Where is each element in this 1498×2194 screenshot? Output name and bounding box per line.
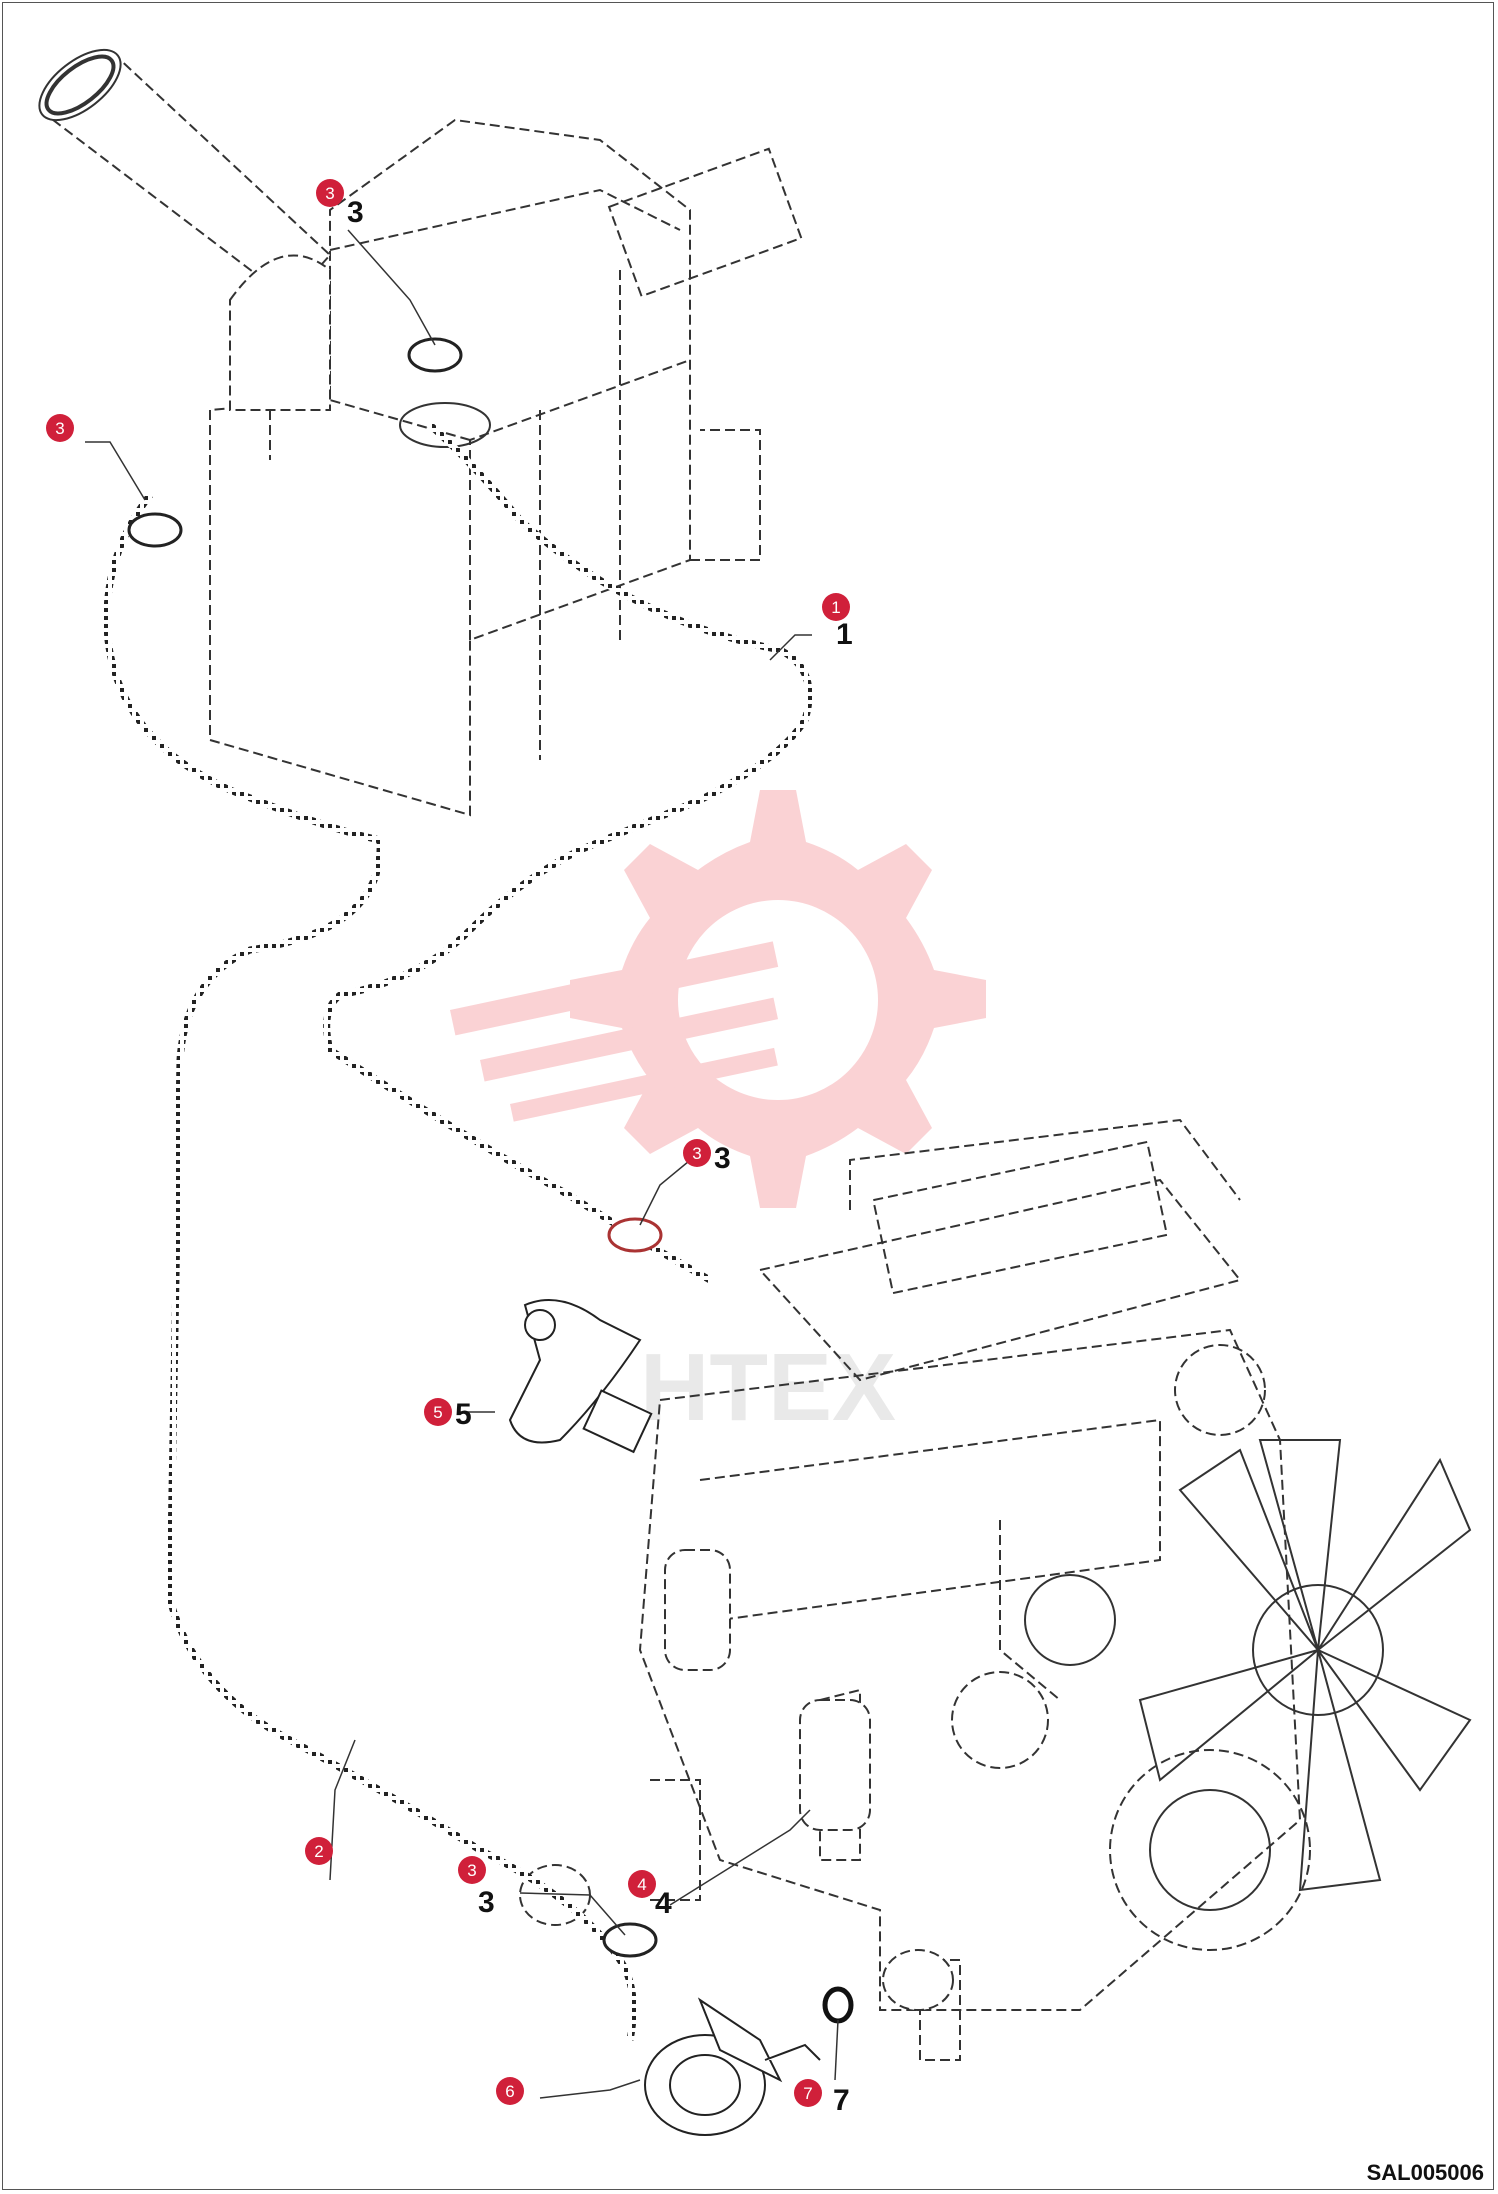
callout-3-middle[interactable]: 3 3 — [683, 1139, 731, 1175]
fuel-hose-2 — [103, 492, 637, 2041]
callout-number: 5 — [455, 1398, 472, 1431]
callout-number: 4 — [655, 1887, 672, 1920]
callout-3-left[interactable]: 3 — [46, 414, 74, 442]
part-6-lift-pump — [644, 1997, 821, 2136]
callout-number: 3 — [478, 1886, 495, 1919]
callout-7[interactable]: 7 7 — [794, 2079, 850, 2117]
callout-2[interactable]: 2 — [305, 1837, 333, 1865]
badge-label: 3 — [55, 419, 64, 438]
badge-circle — [683, 1139, 711, 1167]
callout-number: 3 — [714, 1142, 731, 1175]
callout-4[interactable]: 4 4 — [628, 1870, 672, 1920]
engine — [638, 1118, 1302, 2061]
callout-3-top[interactable]: 3 3 — [316, 179, 364, 229]
badge-circle — [496, 2077, 524, 2105]
badge-circle — [628, 1870, 656, 1898]
drawing-code-label: SAL005006 — [1366, 2160, 1484, 2185]
fan-and-pulleys — [951, 1439, 1472, 1951]
fuel-tank — [209, 118, 803, 817]
badge-label: 1 — [831, 598, 840, 617]
badge-label: 3 — [692, 1144, 701, 1163]
callout-number: 3 — [347, 196, 364, 229]
hose-clamps — [127, 337, 663, 1958]
callout-5[interactable]: 5 5 — [424, 1398, 472, 1431]
callout-number: 1 — [836, 618, 853, 651]
callout-number: 7 — [833, 2084, 850, 2117]
badge-circle — [305, 1837, 333, 1865]
watermark-logo: НТЕХ — [450, 790, 986, 1441]
badge-label: 4 — [637, 1875, 646, 1894]
badge-label: 3 — [467, 1861, 476, 1880]
fuel-hose-1 — [323, 422, 813, 1284]
filters — [519, 1549, 954, 2011]
part-5-sensor — [508, 1299, 653, 1454]
callout-6[interactable]: 6 — [496, 2077, 524, 2105]
badge-circle — [794, 2079, 822, 2107]
badge-label: 2 — [314, 1842, 323, 1861]
badge-circle — [316, 179, 344, 207]
callout-1[interactable]: 1 1 — [822, 593, 853, 651]
badge-label: 6 — [505, 2082, 514, 2101]
badge-circle — [822, 593, 850, 621]
filler-neck — [38, 48, 332, 411]
badge-circle — [46, 414, 74, 442]
badge-circle — [458, 1856, 486, 1884]
badge-label: 3 — [325, 184, 334, 203]
badge-label: 7 — [803, 2084, 812, 2103]
badge-circle — [424, 1398, 452, 1426]
badge-label: 5 — [433, 1403, 442, 1422]
callout-3-bottom[interactable]: 3 3 — [458, 1856, 495, 1919]
part-7-o-ring — [822, 1986, 854, 2024]
